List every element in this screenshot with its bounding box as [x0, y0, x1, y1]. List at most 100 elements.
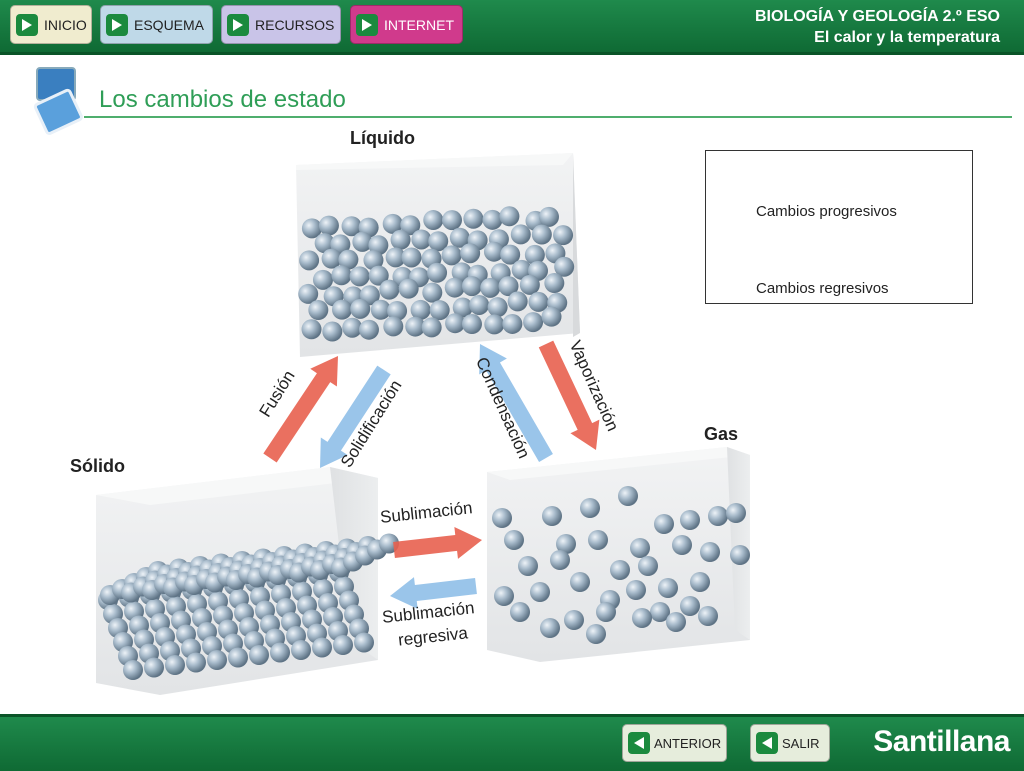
gas-particle	[626, 580, 646, 600]
previous-button[interactable]: ANTERIOR	[622, 724, 727, 762]
gas-particle	[492, 508, 512, 528]
liquid-particle	[444, 277, 465, 298]
gas-particle	[556, 534, 576, 554]
exit-button[interactable]: SALIR	[750, 724, 830, 762]
gas-container	[487, 447, 750, 662]
gas-particle	[666, 612, 686, 632]
gas-particle	[610, 560, 630, 580]
liquid-particle	[312, 269, 333, 290]
liquid-particle	[461, 276, 482, 297]
liquid-particle	[461, 314, 482, 335]
internet-label: INTERNET	[384, 16, 454, 33]
solidification-arrow	[320, 365, 391, 468]
liquid-particle	[401, 247, 422, 268]
liquid-particle	[483, 241, 504, 262]
gas-particle	[630, 538, 650, 558]
liquid-particle	[523, 312, 544, 333]
play-icon	[356, 13, 378, 36]
liquid-particle	[463, 208, 484, 229]
liquid-particle	[352, 231, 373, 252]
gas-particle	[510, 602, 530, 622]
solid-particle	[270, 642, 290, 663]
gas-particle	[672, 535, 692, 555]
solid-particle	[228, 647, 248, 668]
gas-particle	[580, 498, 600, 518]
liquid-particle	[301, 218, 322, 239]
liquid-particle	[421, 317, 442, 338]
solid-particle	[207, 650, 227, 670]
liquid-label: Líquido	[350, 128, 415, 148]
gas-particle	[564, 610, 584, 630]
solid-particle	[249, 645, 269, 665]
liquid-particle	[410, 299, 431, 320]
liquid-particle	[452, 297, 473, 318]
liquid-particle	[390, 229, 411, 250]
back-icon	[756, 732, 778, 754]
liquid-particle	[318, 215, 339, 236]
liquid-particle	[350, 298, 371, 319]
liquid-particle	[358, 319, 379, 340]
liquid-container	[296, 153, 580, 357]
liquid-particle	[445, 313, 466, 334]
liquid-particle	[331, 265, 352, 286]
inicio-button[interactable]: INICIO	[10, 5, 92, 44]
internet-button[interactable]: INTERNET	[350, 5, 463, 44]
liquid-particle	[460, 243, 481, 264]
solid-particle	[123, 660, 143, 680]
liquid-particle	[482, 209, 503, 230]
solid-container	[96, 467, 399, 695]
back-icon	[628, 732, 650, 754]
gas-particle	[530, 582, 550, 602]
liquid-particle	[541, 306, 562, 327]
liquid-particle	[379, 279, 400, 300]
liquid-particle	[427, 262, 448, 283]
liquid-particle	[449, 227, 470, 248]
solid-particle	[354, 632, 374, 653]
liquid-particle	[502, 313, 523, 334]
liquid-particle	[544, 273, 565, 294]
header-text: BIOLOGÍA Y GEOLOGÍA 2.º ESO El calor y l…	[755, 6, 1000, 48]
liquid-particle	[487, 297, 508, 318]
solid-particles	[98, 533, 399, 680]
liquid-particle	[538, 206, 559, 227]
esquema-button[interactable]: ESQUEMA	[100, 5, 213, 44]
legend: Cambios progresivos Cambios regresivos	[705, 150, 973, 304]
gas-particle	[690, 572, 710, 592]
gas-particle	[632, 608, 652, 628]
gas-particle	[540, 618, 560, 638]
solid-particle	[333, 635, 353, 655]
liquid-particle	[341, 216, 362, 237]
gas-particle	[542, 506, 562, 526]
fusion-arrow	[263, 356, 338, 463]
liquid-particle	[428, 231, 449, 252]
subject-title: BIOLOGÍA Y GEOLOGÍA 2.º ESO	[755, 8, 1000, 25]
liquid-particle	[554, 256, 575, 277]
section-icon	[33, 67, 83, 135]
gas-particle	[708, 506, 728, 526]
liquid-particle	[370, 299, 391, 320]
gas-particle	[680, 510, 700, 530]
liquid-particle	[387, 300, 408, 321]
solid-particle	[186, 652, 206, 673]
recursos-label: RECURSOS	[255, 16, 335, 33]
gas-particle	[494, 586, 514, 606]
gas-particle	[586, 624, 606, 644]
liquid-particle	[429, 300, 450, 321]
liquid-particle	[531, 224, 552, 245]
gas-particle	[504, 530, 524, 550]
liquid-particle	[385, 247, 406, 268]
liquid-particle	[510, 224, 531, 245]
gas-particle	[726, 503, 746, 523]
gas-particle	[700, 542, 720, 562]
reverse-sublimation-arrow	[390, 577, 477, 609]
solid-particle	[312, 637, 332, 658]
esquema-label: ESQUEMA	[134, 16, 205, 33]
page-title: Los cambios de estado	[99, 86, 346, 113]
exit-label: SALIR	[782, 735, 820, 751]
brand-logo: Santillana	[873, 725, 1010, 758]
gas-particle	[570, 572, 590, 592]
recursos-button[interactable]: RECURSOS	[221, 5, 341, 44]
liquid-particle	[423, 210, 444, 231]
liquid-particle	[553, 225, 574, 246]
